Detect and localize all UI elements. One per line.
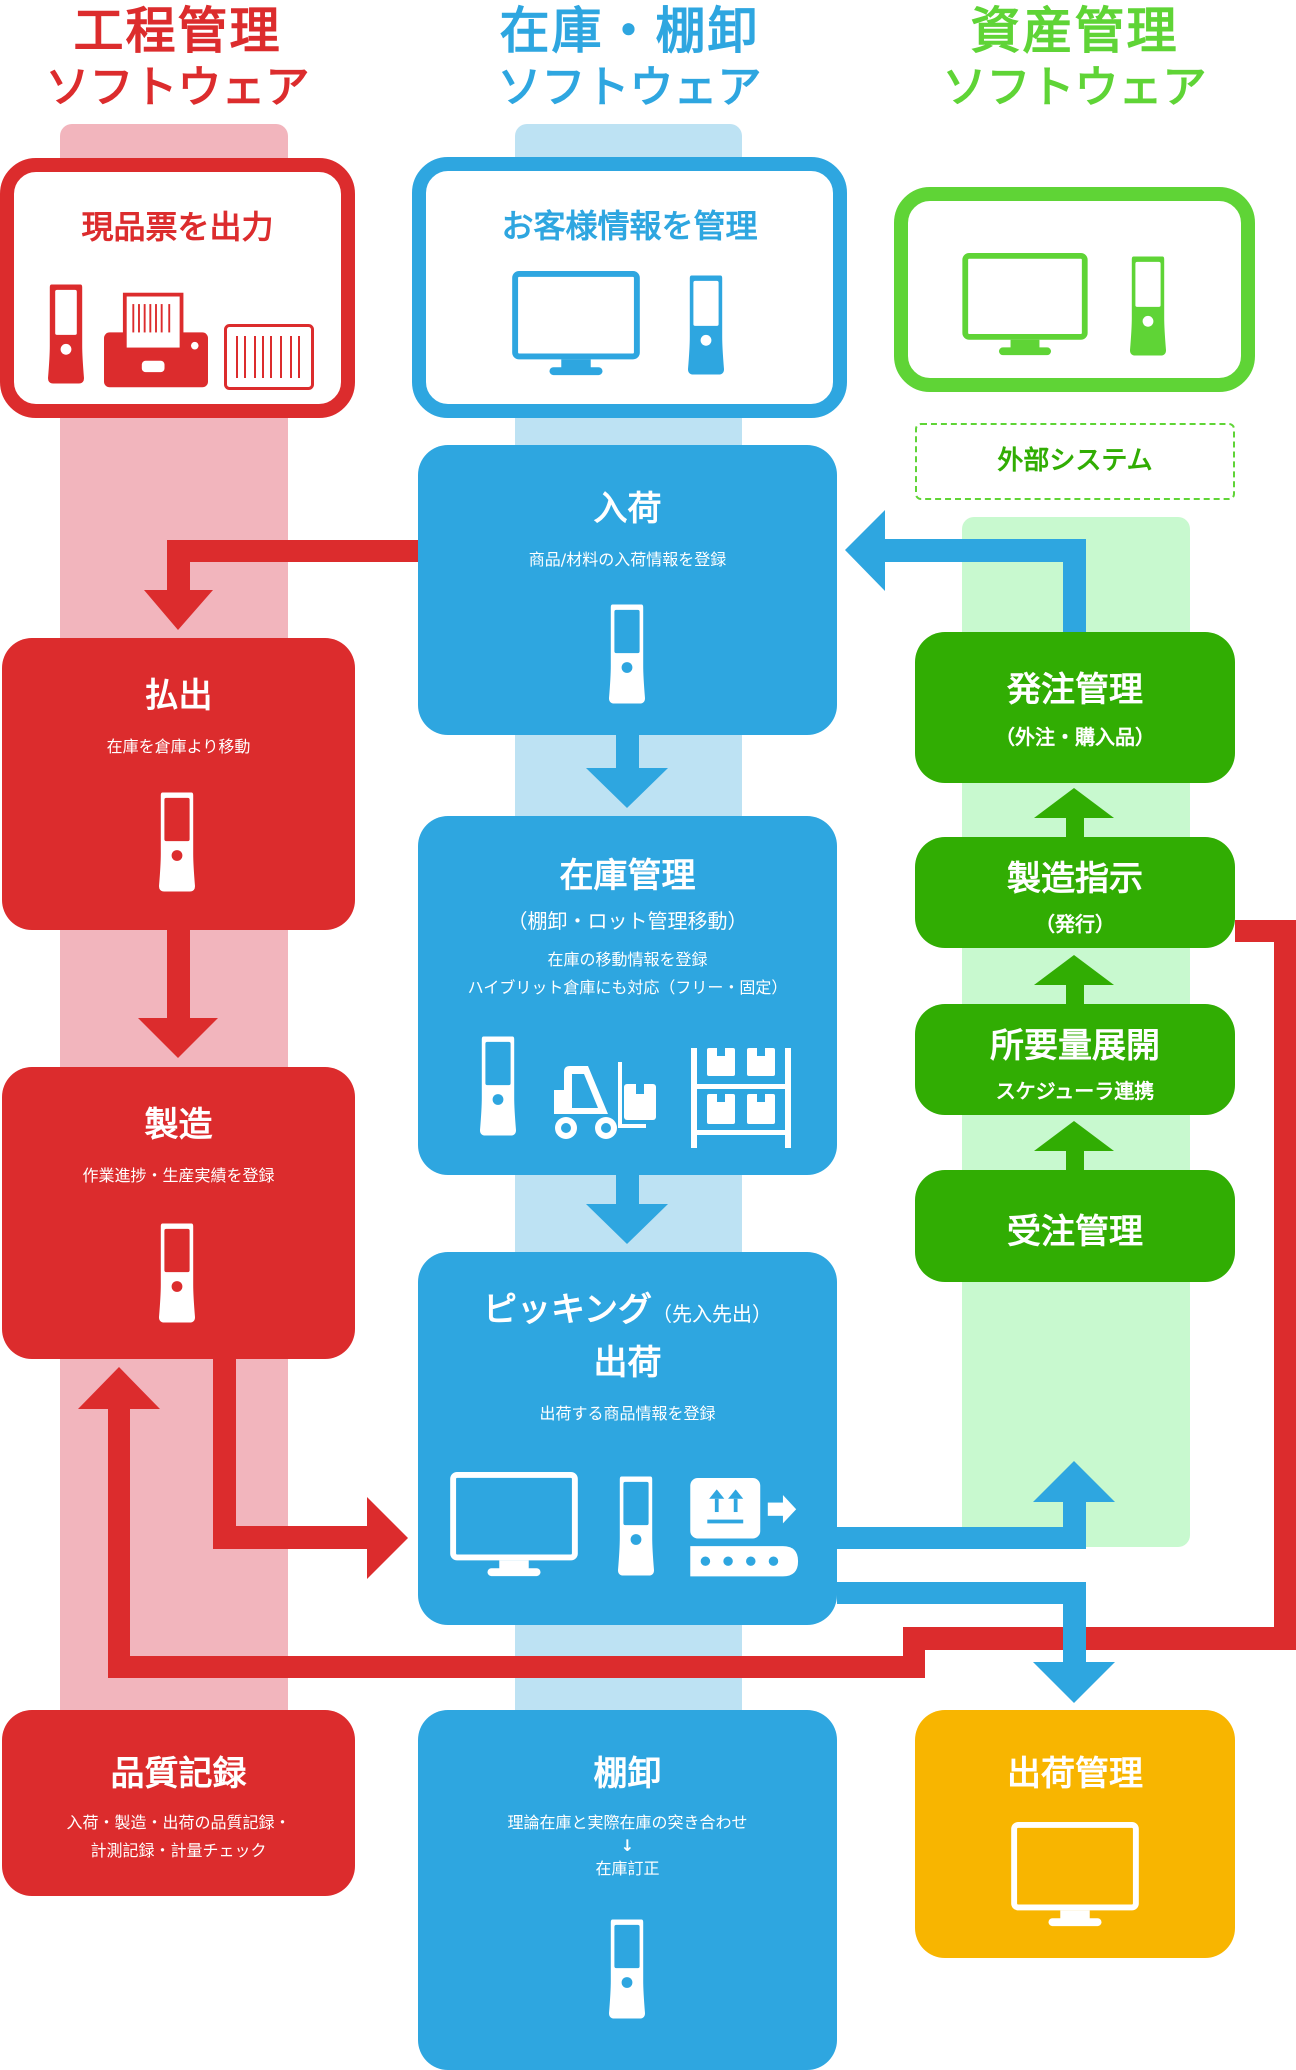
arrow-production-order-to-purchase — [1034, 788, 1114, 837]
process-output-box: 現品票を出力 — [0, 158, 355, 418]
handheld-terminal-icon — [1130, 256, 1166, 356]
manufacturing-title: 製造 — [144, 1105, 213, 1145]
warehouse-shelf-icon — [691, 1048, 791, 1148]
label-printer-icon — [104, 292, 208, 388]
inventory-title-line1: 在庫・棚卸 — [499, 2, 760, 60]
manufacturing-desc: 作業進捗・生産実績を登録 — [82, 1166, 275, 1185]
purchase-management-title: 発注管理 — [1007, 670, 1143, 710]
handheld-terminal-icon — [48, 284, 84, 384]
inventory-management-subtitle: （棚卸・ロット管理移動） — [507, 909, 748, 933]
process-output-title: 現品票を出力 — [81, 208, 274, 246]
stocktaking-desc-line1: 理論在庫と実際在庫の突き合わせ — [507, 1813, 748, 1832]
order-management-card: 受注管理 — [915, 1170, 1235, 1282]
handheld-terminal-icon — [618, 1476, 654, 1576]
inventory-software-title: 在庫・棚卸 ソフトウェア — [412, 6, 847, 110]
production-order-title: 製造指示 — [1007, 859, 1143, 899]
arrow-inventory-to-picking — [586, 1175, 668, 1244]
handheld-terminal-icon — [609, 1919, 645, 2019]
arrow-receiving-to-inventory — [586, 735, 668, 808]
customer-info-box: お客様情報を管理 — [412, 157, 847, 418]
quality-record-card: 品質記録 入荷・製造・出荷の品質記録・ 計測記録・計量チェック — [2, 1710, 355, 1896]
shipping-management-title: 出荷管理 — [1007, 1754, 1143, 1794]
barcode-label-icon — [224, 324, 314, 390]
production-order-subtitle: （発行） — [1035, 912, 1115, 936]
arrow-manufacturing-to-picking — [213, 1359, 408, 1579]
requirements-planning-title: 所要量展開 — [990, 1026, 1160, 1066]
arrow-dispatch-to-manufacturing — [138, 930, 218, 1058]
inventory-management-desc-line2: ハイブリット倉庫にも対応（フリー・固定） — [467, 978, 788, 997]
inventory-management-card: 在庫管理 （棚卸・ロット管理移動） 在庫の移動情報を登録 ハイブリット倉庫にも対… — [418, 816, 837, 1175]
process-title-line2: ソフトウェア — [45, 62, 310, 113]
order-management-title: 受注管理 — [1007, 1212, 1143, 1252]
receiving-card: 入荷 商品/材料の入荷情報を登録 — [418, 445, 837, 735]
manufacturing-card: 製造 作業進捗・生産実績を登録 — [2, 1067, 355, 1359]
arrow-production-order-to-manufacturing — [78, 920, 1296, 1678]
quality-record-desc-line1: 入荷・製造・出荷の品質記録・ — [66, 1813, 291, 1832]
dispatch-card: 払出 在庫を倉庫より移動 — [2, 638, 355, 930]
process-title-line1: 工程管理 — [73, 2, 282, 60]
process-software-title: 工程管理 ソフトウェア — [0, 6, 355, 110]
arrow-purchase-to-receiving — [845, 510, 1086, 633]
production-order-card: 製造指示 （発行） — [915, 837, 1235, 948]
inventory-management-title: 在庫管理 — [559, 856, 696, 896]
stocktaking-card: 棚卸 理論在庫と実際在庫の突き合わせ ↓ 在庫訂正 — [418, 1710, 837, 2070]
handheld-terminal-icon — [480, 1036, 516, 1136]
conveyor-shipping-icon — [690, 1478, 799, 1577]
stocktaking-title: 棚卸 — [593, 1754, 662, 1794]
arrow-picking-to-shipping — [837, 1582, 1115, 1703]
monitor-icon — [1011, 1822, 1139, 1927]
arrow-order-to-requirements — [1034, 1121, 1114, 1170]
picking-desc: 出荷する商品情報を登録 — [539, 1404, 716, 1423]
picking-shipping-card: ピッキング（先入先出） 出荷 出荷する商品情報を登録 — [418, 1252, 837, 1625]
arrow-picking-to-order — [837, 1461, 1115, 1549]
asset-title-line2: ソフトウェア — [942, 62, 1207, 113]
monitor-icon — [450, 1472, 578, 1577]
purchase-management-subtitle: （外注・購入品） — [995, 725, 1155, 749]
shipping-management-card: 出荷管理 — [915, 1710, 1235, 1958]
requirements-planning-subtitle: スケジューラ連携 — [995, 1079, 1155, 1103]
dispatch-title: 払出 — [144, 676, 213, 716]
monitor-icon — [512, 271, 640, 376]
stocktaking-desc-line2: 在庫訂正 — [595, 1858, 660, 1878]
asset-title-line1: 資産管理 — [970, 2, 1179, 60]
inventory-management-desc-line1: 在庫の移動情報を登録 — [547, 950, 708, 969]
arrow-requirements-to-production-order — [1034, 955, 1114, 1004]
quality-record-desc-line2: 計測記録・計量チェック — [90, 1841, 267, 1860]
requirements-planning-card: 所要量展開 スケジューラ連携 — [915, 1004, 1235, 1115]
customer-info-title: お客様情報を管理 — [501, 207, 758, 245]
external-system-box: 外部システム — [915, 423, 1235, 500]
handheld-terminal-icon — [609, 604, 645, 704]
handheld-terminal-icon — [159, 792, 195, 892]
monitor-icon — [962, 253, 1088, 356]
receiving-title: 入荷 — [593, 489, 662, 529]
picking-title-note: （先入先出） — [651, 1302, 772, 1326]
purchase-management-card: 発注管理 （外注・購入品） — [915, 632, 1235, 783]
inventory-title-line2: ソフトウェア — [497, 62, 762, 113]
picking-title: ピッキング（先入先出） — [418, 1282, 837, 1331]
arrow-receiving-to-dispatch — [144, 540, 418, 630]
stocktaking-desc-arrow: ↓ — [620, 1836, 635, 1855]
handheld-terminal-icon — [688, 275, 724, 375]
dispatch-desc: 在庫を倉庫より移動 — [106, 737, 251, 756]
forklift-icon — [554, 1062, 656, 1139]
picking-title-main: ピッキング — [483, 1290, 652, 1330]
asset-devices-box — [894, 187, 1255, 392]
receiving-desc: 商品/材料の入荷情報を登録 — [528, 550, 727, 569]
shipping-title: 出荷 — [593, 1343, 662, 1383]
asset-software-title: 資産管理 ソフトウェア — [894, 6, 1255, 110]
handheld-terminal-icon — [159, 1223, 195, 1323]
quality-record-title: 品質記録 — [110, 1754, 247, 1794]
external-system-label: 外部システム — [997, 446, 1153, 476]
